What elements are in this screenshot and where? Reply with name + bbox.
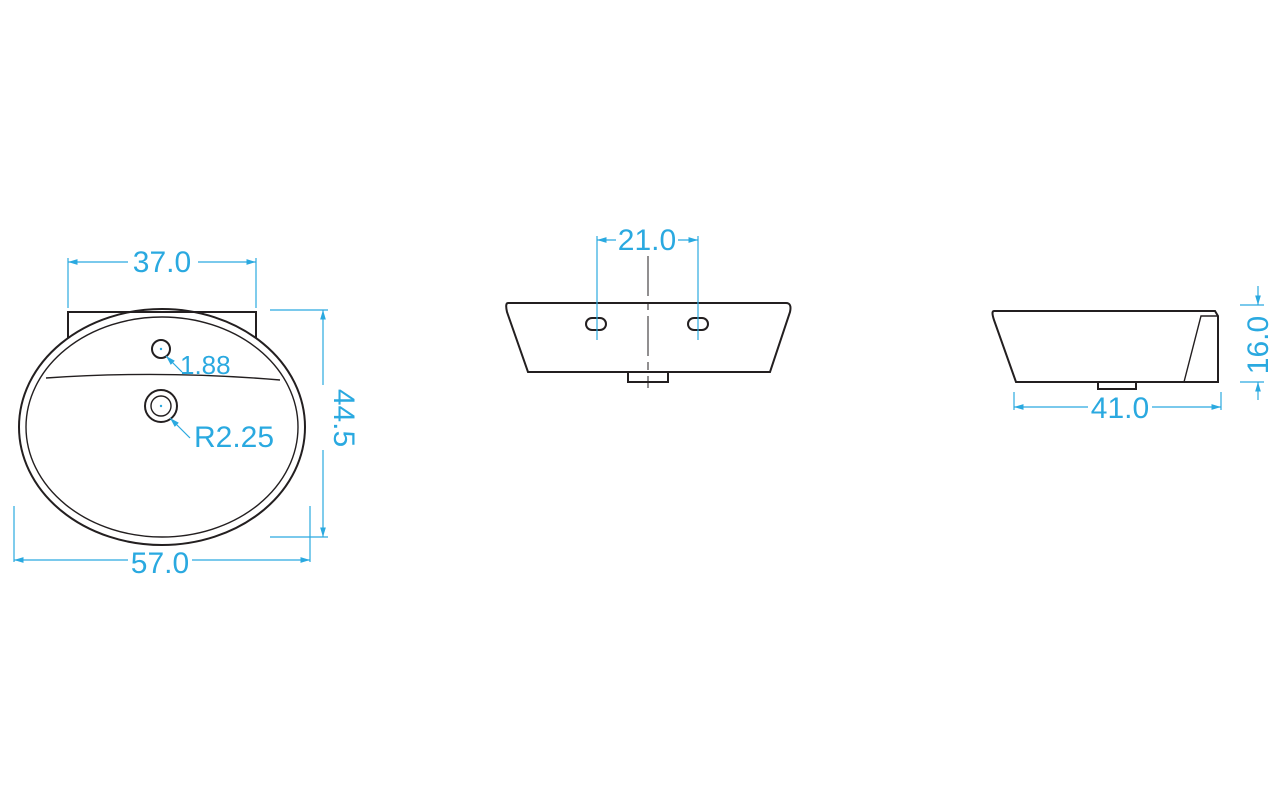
basin-inner-rim: [25, 316, 299, 538]
dim-side-height: 16.0: [1242, 316, 1275, 374]
front-basin-profile: [505, 302, 792, 373]
front-tap-slot-left: [585, 317, 607, 331]
tap-hole: [151, 339, 171, 359]
side-ledge-line: [1183, 315, 1218, 383]
dim-depth: 44.5: [327, 389, 360, 447]
drain-outer: [144, 389, 178, 423]
side-drain-spigot: [1097, 382, 1137, 390]
dim-top-width: 37.0: [133, 246, 191, 279]
dim-tap-hole: 1.88: [180, 350, 231, 380]
dim-side-depth: 41.0: [1091, 392, 1149, 425]
dim-tap-spacing: 21.0: [618, 224, 676, 257]
drain-inner: [150, 395, 172, 417]
front-view-dimensions: 21.0: [596, 224, 699, 340]
tap-hole-center: [159, 347, 163, 351]
dim-drain-radius: R2.25: [194, 421, 274, 454]
back-ledge: [67, 311, 257, 338]
side-basin-profile: [991, 310, 1219, 383]
side-view: [991, 310, 1219, 390]
basin-outer-rim: [18, 308, 306, 546]
top-view-dimensions: 37.0 57.0 44.5 1.88 R2.25: [13, 246, 360, 580]
top-view: [18, 308, 306, 546]
front-view: [505, 256, 792, 388]
drain-center: [159, 404, 163, 408]
tap-deck-line: [45, 373, 281, 381]
dim-overall-width: 57.0: [131, 547, 189, 580]
side-view-dimensions: 41.0 16.0: [1013, 286, 1275, 425]
